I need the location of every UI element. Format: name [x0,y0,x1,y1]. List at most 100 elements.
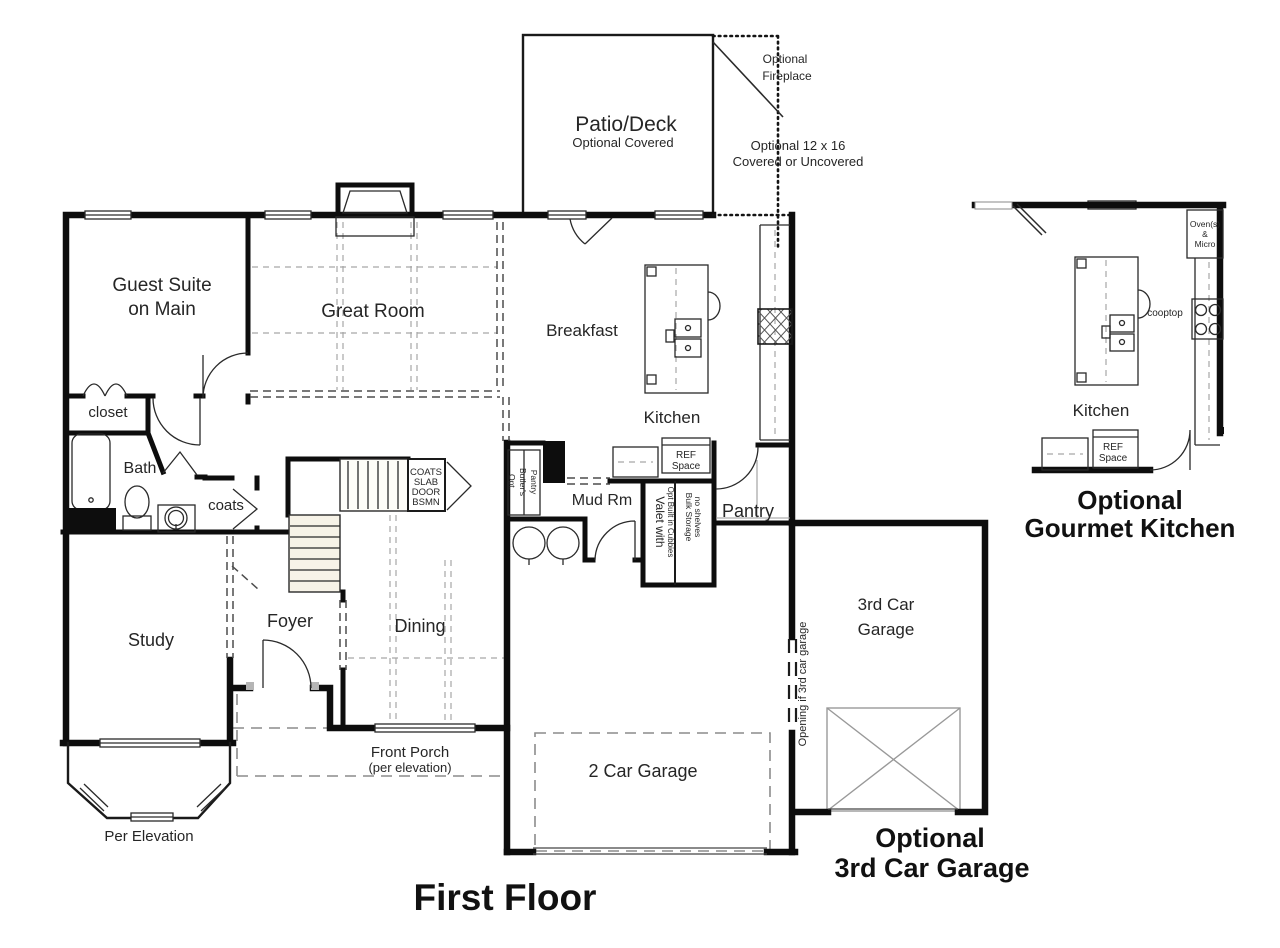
label-valet-2: Opt Built in Cubbies [666,487,675,558]
label-patio-sub: Optional Covered [572,135,673,150]
label-pantry: Pantry [722,501,774,521]
interior-walls [60,215,795,731]
room-labels: Patio/Deck Optional Covered Optional Fir… [88,52,914,845]
label-gourmet-ref-2: Space [1099,453,1128,464]
label-stair-closet-2: SLAB [414,477,438,488]
hall-door [152,397,201,446]
cased-openings [226,222,610,670]
garage-dashed-outline [534,732,771,852]
closet-bifold-door [82,383,128,397]
window [99,738,201,748]
bath-bifold-door [162,450,198,476]
ref-space-box [661,437,711,474]
ceiling-dashed-lines [252,222,1210,720]
label-3rd-car-1: 3rd Car [858,595,915,614]
label-kitchen: Kitchen [644,408,701,427]
title-first-floor: First Floor [414,877,597,918]
label-ovens-3: Micro [1195,239,1216,249]
label-ref-1: REF [676,450,696,461]
gourmet-ref-box [1092,429,1139,469]
label-butlers-1: Opt. [507,474,517,490]
label-gourmet-cooktop: cooptop [1147,308,1183,319]
optional-fireplace-outline [711,34,784,250]
mudroom-garage-door [594,520,636,561]
gourmet-cooktop [1191,298,1224,340]
window [374,723,476,733]
toilet [124,485,150,519]
butlers-pantry-counter [507,449,541,516]
label-guest-suite-2: on Main [128,299,196,320]
label-2-car-garage: 2 Car Garage [588,761,697,781]
label-foyer: Foyer [267,611,313,631]
window [84,210,132,220]
sink-basin [674,338,702,358]
label-per-elevation: Per Elevation [104,828,193,845]
sink-basin [674,318,702,338]
gourmet-entry-door [1012,203,1047,236]
label-closet: closet [88,404,128,421]
label-front-porch-2: (per elevation) [368,760,451,775]
label-opt-fireplace-1: Optional [763,52,808,66]
bathtub [71,433,111,511]
utility-tanks [512,526,580,565]
staircase [288,458,472,593]
label-study: Study [128,630,174,650]
porch-dashed-outline [233,694,508,777]
garage3-door-xbox [826,707,961,812]
bay-window [66,741,232,822]
window [264,210,312,220]
section-titles: Optional 3rd Car Garage Optional Gourmet… [414,485,1236,918]
kitchen-counter-main [757,224,793,441]
label-patio-deck: Patio/Deck [575,113,677,136]
label-bulk-2: no shelves [693,497,703,538]
window [442,210,494,220]
fireplace-great-room [335,182,415,237]
label-breakfast: Breakfast [546,321,618,340]
window [654,210,704,220]
title-optional-3rd-1: Optional [875,823,985,853]
front-door [246,639,319,690]
label-front-porch-1: Front Porch [371,744,449,761]
breakfast-patio-door [569,217,613,245]
label-coats: coats [208,497,244,514]
label-guest-suite-1: Guest Suite [112,275,211,296]
kitchen-island-main [644,264,721,394]
bath-sink [157,504,196,533]
ovens-micro-box [1186,209,1224,259]
label-stair-closet-3: DOOR [412,487,441,498]
title-gourmet-1: Optional [1077,485,1182,515]
label-12x16-2: Covered or Uncovered [733,154,864,169]
label-3rd-car-2: Garage [858,620,915,639]
gourmet-labels: Oven(s) & Micro cooptop Kitchen REF Spac… [1073,219,1221,464]
title-optional-3rd-2: 3rd Car Garage [834,853,1029,883]
title-gourmet-2: Gourmet Kitchen [1025,513,1236,543]
label-valet-1: Valet with [653,496,667,547]
windows [84,200,1137,748]
label-butlers-3: Pantry [529,470,539,495]
label-bath: Bath [124,460,157,477]
guest-suite-door [202,352,249,399]
vanity-counter [66,508,116,532]
label-bulk-1: Bulk Storage [684,493,694,542]
label-dining: Dining [394,616,445,636]
label-opt-fireplace-2: Fireplace [762,69,812,83]
label-ovens-1: Oven(s) [1190,219,1220,229]
gourmet-kitchen-plan [971,201,1227,474]
bath-fixtures [66,433,196,533]
label-stair-closet-1: COATS [410,467,442,478]
label-great-room: Great Room [321,301,424,322]
pantry-shelves [716,460,790,519]
label-butlers-2: Butler's [518,468,528,496]
label-mud-rm: Mud Rm [572,492,632,509]
label-ref-2: Space [672,461,701,472]
kitchen-cabinets-main [612,437,711,478]
pantry-door [715,446,759,490]
small-annotations: COATS SLAB DOOR BSMN Opt. Butler's Pantr… [410,450,809,746]
label-gourmet-kitchen: Kitchen [1073,401,1130,420]
label-gourmet-ref-1: REF [1103,442,1123,453]
coats-door [232,488,259,530]
doors [82,217,759,690]
gourmet-island [1074,256,1139,386]
